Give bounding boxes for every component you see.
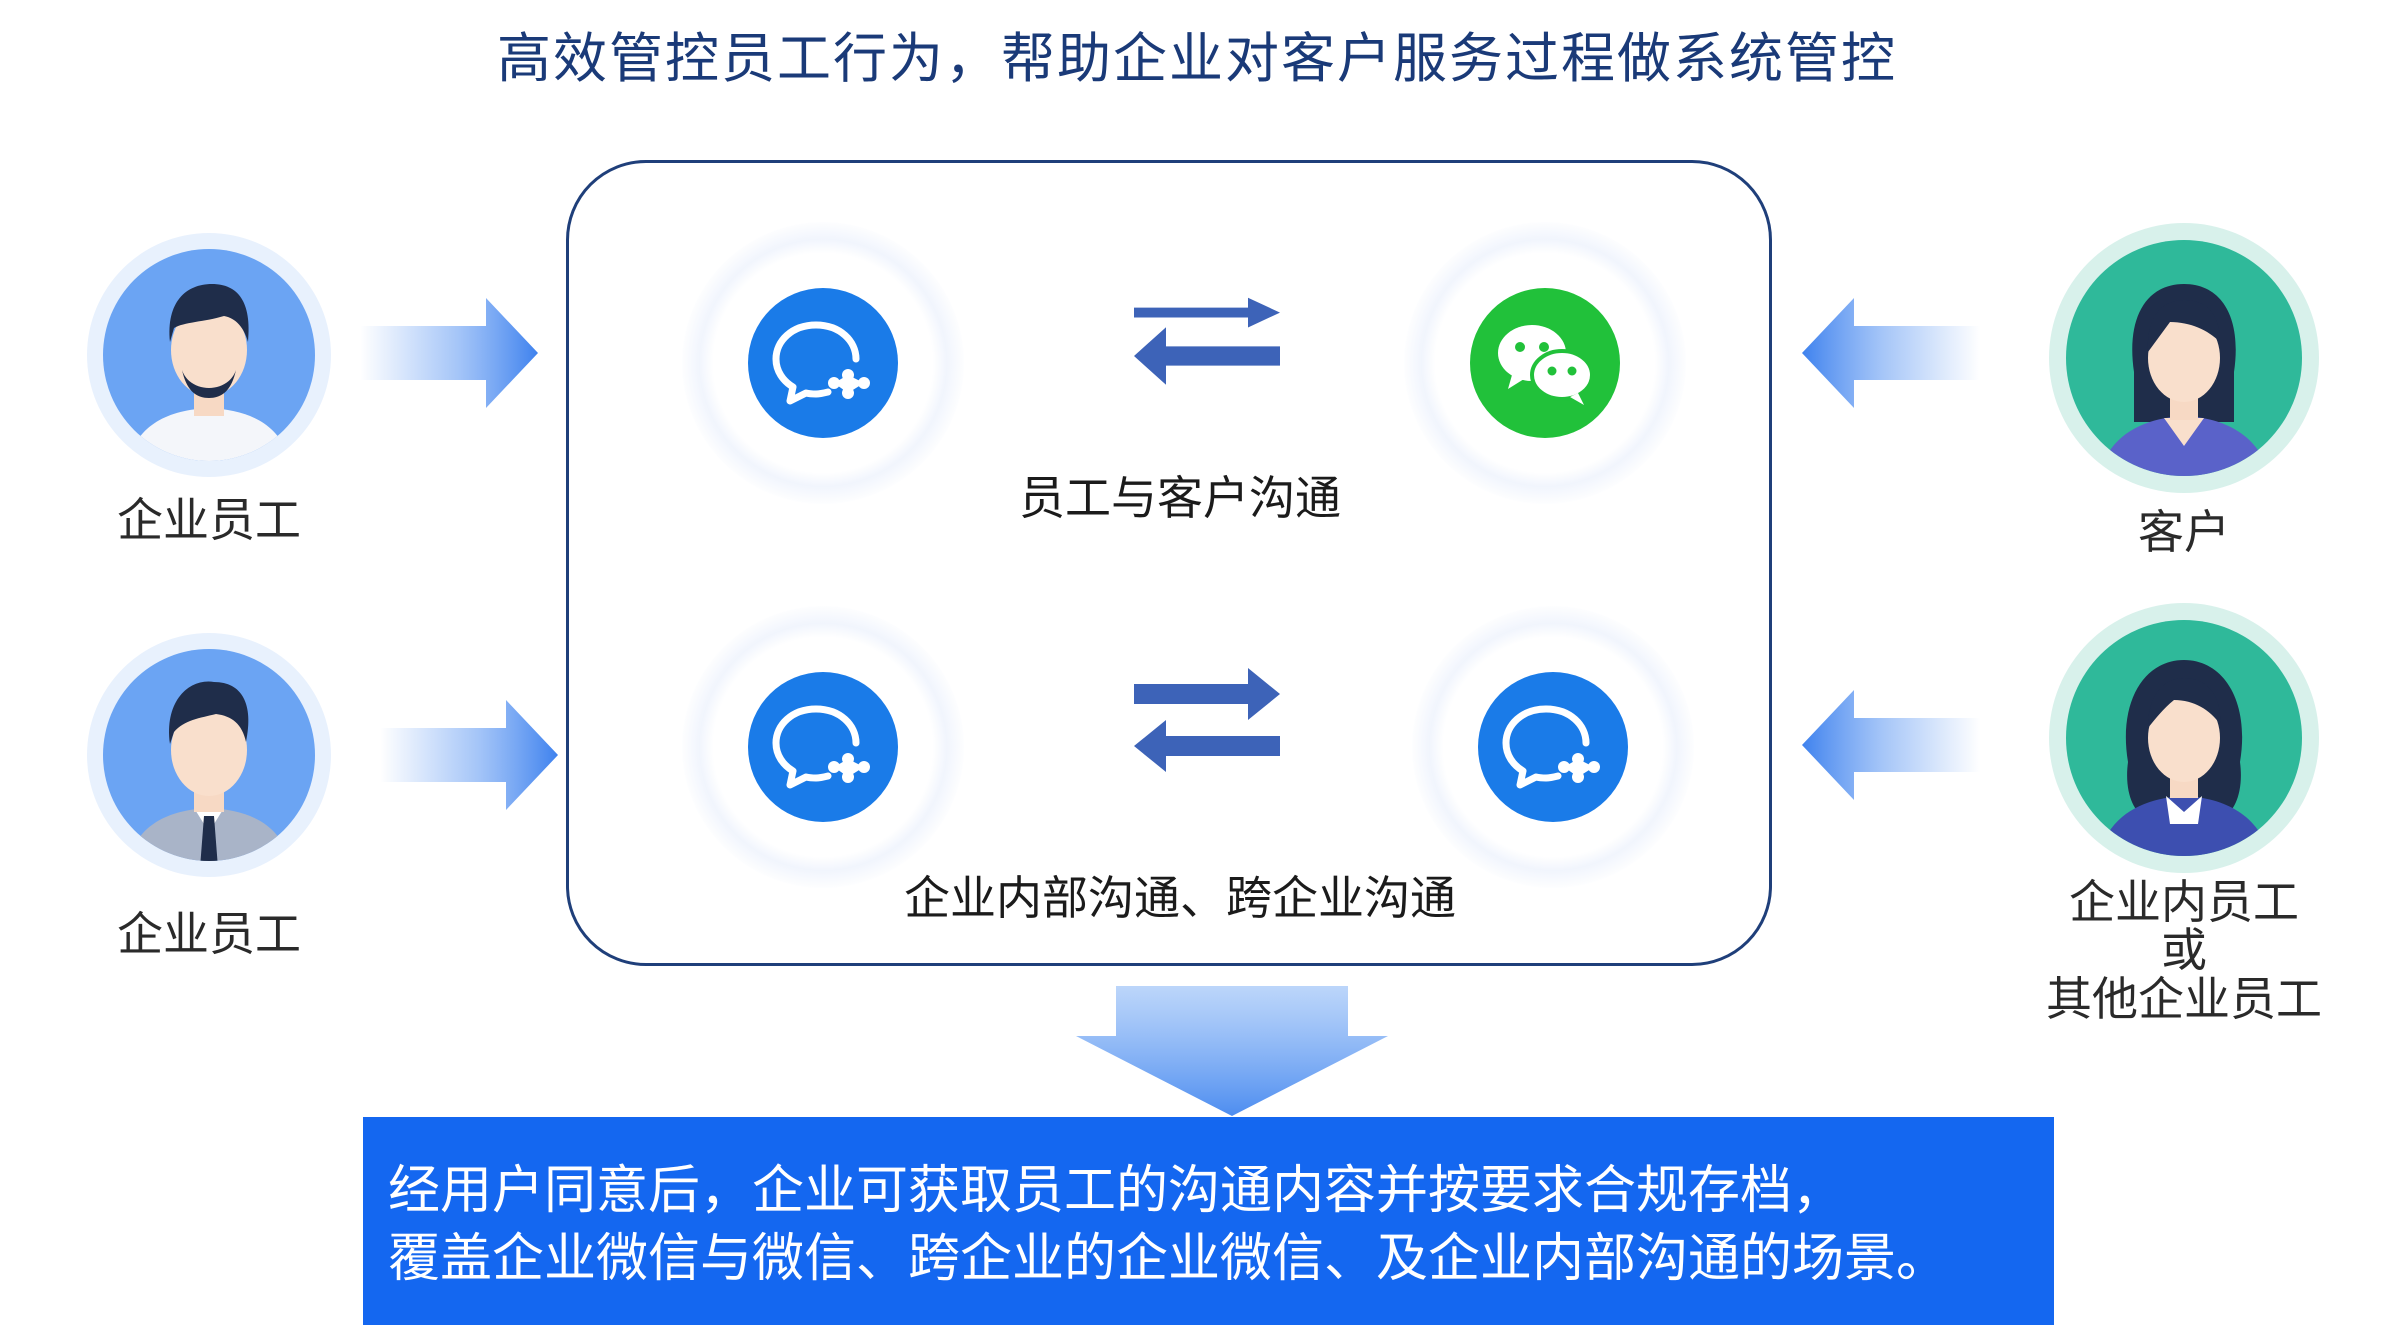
wecom-icon	[748, 672, 898, 822]
banner-line-2: 覆盖企业微信与微信、跨企业的企业微信、及企业内部沟通的场景。	[388, 1229, 1949, 1289]
row1-caption: 员工与客户沟通	[1019, 471, 1341, 525]
male-employee-beard-avatar-icon	[87, 233, 331, 477]
row2-caption: 企业内部沟通、跨企业沟通	[904, 871, 1456, 925]
avatar-ring	[86, 632, 332, 878]
avatar-ring	[2048, 222, 2320, 494]
flow-arrow-left	[1802, 690, 1980, 800]
flow-arrow-right	[380, 700, 558, 810]
label-line: 企业内员工	[2069, 875, 2299, 929]
female-customer-avatar-icon	[2049, 223, 2319, 493]
banner-line-1: 经用户同意后，企业可获取员工的沟通内容并按要求合规存档，	[388, 1161, 1845, 1221]
wecom-icon	[1478, 672, 1628, 822]
female-employee-avatar-icon	[2049, 603, 2319, 873]
wechat-icon	[1470, 288, 1620, 438]
swap-arrows-icon	[1134, 297, 1280, 385]
label-line: 其他企业员工	[2046, 971, 2322, 1026]
right-person-label-1: 客户	[2138, 505, 2230, 559]
summary-banner: 经用户同意后，企业可获取员工的沟通内容并按要求合规存档， 覆盖企业微信与微信、跨…	[363, 1117, 2054, 1325]
avatar-ring	[2048, 602, 2320, 874]
flow-arrow-left	[1802, 298, 1980, 408]
label-line: 或	[2161, 923, 2207, 978]
flow-arrow-down	[1076, 986, 1388, 1116]
male-employee-tie-avatar-icon	[87, 633, 331, 877]
wecom-icon	[748, 288, 898, 438]
communication-panel	[566, 160, 1772, 966]
avatar-ring	[86, 232, 332, 478]
swap-arrows-icon	[1134, 668, 1280, 772]
left-person-label-2: 企业员工	[117, 907, 301, 961]
diagram-title: 高效管控员工行为，帮助企业对客户服务过程做系统管控	[497, 27, 1897, 90]
right-person-label-2: 企业内员工 或 其他企业员工	[2014, 878, 2354, 1023]
left-person-label-1: 企业员工	[117, 493, 301, 547]
flow-arrow-right	[360, 298, 538, 408]
